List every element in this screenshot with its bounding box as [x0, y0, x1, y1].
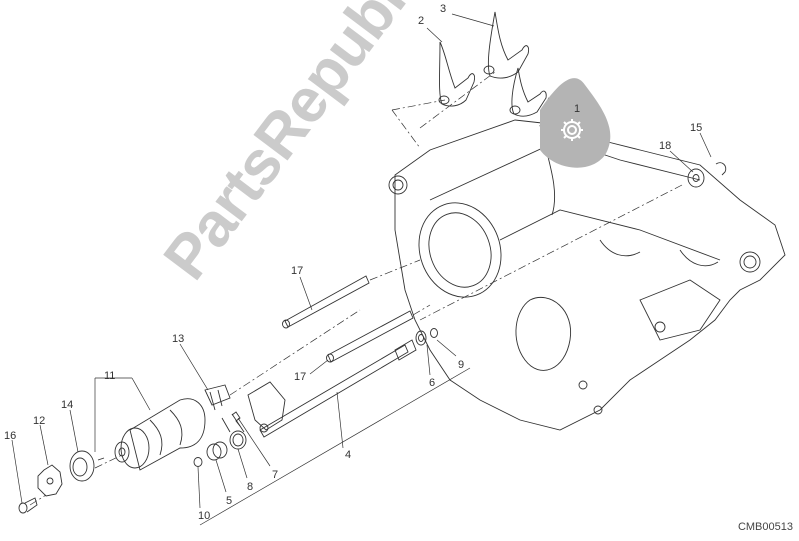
part-label-12: 12: [33, 415, 46, 427]
part-label-16: 16: [4, 430, 17, 442]
pin: [97, 457, 105, 461]
selector-drum-11: [114, 398, 206, 471]
circlip-15: [715, 162, 727, 176]
part-label-2: 2: [418, 15, 425, 27]
part-label-14: 14: [61, 399, 74, 411]
shift-fork-3: [483, 11, 529, 79]
part-label-6: 6: [429, 377, 436, 389]
part-label-3: 3: [440, 3, 447, 15]
part-label-15: 15: [690, 122, 703, 134]
part-label-1: 1: [574, 103, 581, 115]
part-label-8: 8: [247, 481, 254, 493]
fork-shaft-upper: [282, 275, 370, 329]
fork-shaft-lower: [326, 310, 414, 363]
part-label-10: 10: [198, 510, 211, 522]
part-label-7: 7: [272, 469, 279, 481]
gearshift-shaft: [247, 328, 438, 438]
washer-18: [687, 168, 705, 188]
shift-fork-2: [438, 41, 475, 107]
drawing-code: CMB00513: [737, 521, 793, 533]
part-label-18: 18: [659, 140, 672, 152]
part-label-11: 11: [104, 370, 116, 382]
bearing-14: [69, 450, 95, 482]
part-label-17-upper: 17: [291, 265, 304, 277]
part-label-4: 4: [345, 449, 352, 461]
part-label-13: 13: [172, 333, 185, 345]
part-label-9: 9: [458, 359, 465, 371]
washer-10: [193, 457, 203, 467]
part-label-5: 5: [226, 495, 233, 507]
drum-selector-13: [204, 384, 231, 411]
bushing-5: [206, 441, 228, 461]
drum-star-12: [37, 464, 63, 497]
return-spring-8: [221, 413, 247, 450]
gear-icon: [561, 119, 583, 141]
shift-fork-1: [509, 67, 547, 117]
part-label-17-lower: 17: [294, 371, 307, 383]
